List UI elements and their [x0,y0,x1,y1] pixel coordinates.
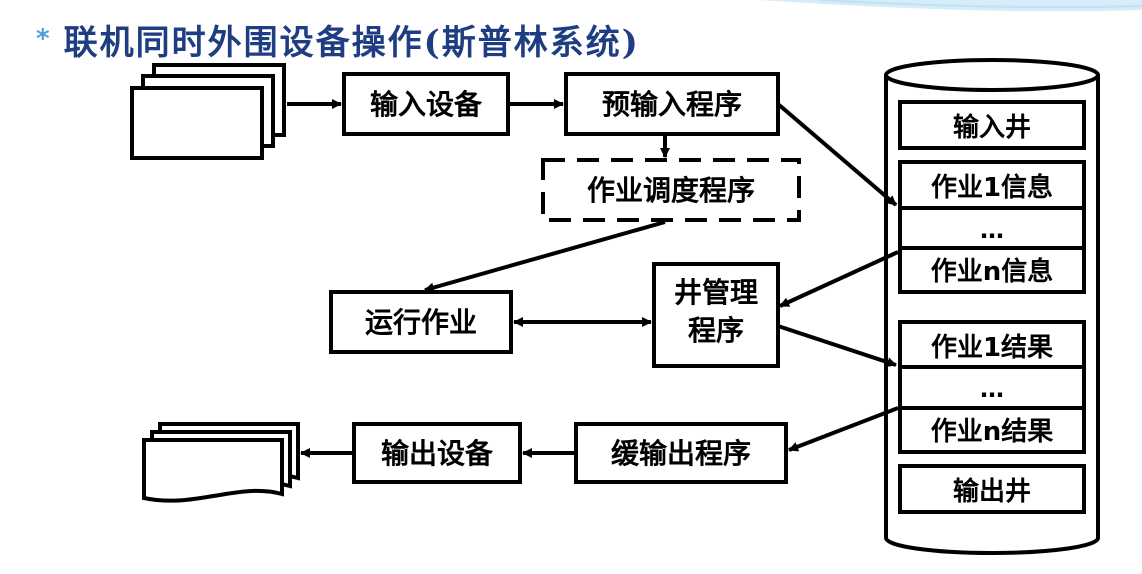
pre-input-program-label: 预输入程序 [602,88,742,121]
well-manager-label-line2: 程序 [688,314,744,347]
job1-info-label: 作业1信息 [931,172,1053,203]
pre-input-program-box: 预输入程序 [564,72,780,136]
run-job-box: 运行作业 [329,290,513,354]
buffered-output-program-label: 缓输出程序 [611,437,751,470]
job-scheduler-label: 作业调度程序 [587,174,755,207]
info-ellipsis: … [980,216,1004,244]
job-info-region: 作业1信息 … 作业n信息 [898,160,1086,294]
jobn-info-label: 作业n信息 [931,256,1054,287]
arrow-scheduler-to-run-job [424,220,666,293]
output-device-label: 输出设备 [381,437,494,470]
arrow-output-well-to-buffered-output [788,406,899,452]
input-device-box: 输入设备 [342,72,510,136]
arrow-pre-input-to-input-well [776,102,898,207]
arrow-well-manager-to-output-well [777,324,897,367]
title-text: 联机同时外围设备操作(斯普林系统) [63,22,640,63]
output-device-box: 输出设备 [352,422,522,484]
slide-title: * 联机同时外围设备操作(斯普林系统) [36,14,640,64]
output-well-label: 输出井 [953,476,1031,507]
buffered-output-program-box: 缓输出程序 [574,422,788,484]
title-bullet: * [36,24,50,54]
input-well-label: 输入井 [953,112,1031,143]
well-manager-label-line1: 井管理 [674,276,758,309]
job-scheduler-box: 作业调度程序 [541,158,801,222]
input-well-box: 输入井 [898,100,1086,150]
job-result-region: 作业1结果 … 作业n结果 [898,320,1086,454]
jobn-result-label: 作业n结果 [931,417,1054,447]
input-device-label: 输入设备 [370,88,483,121]
job1-result-label: 作业1结果 [931,333,1053,363]
input-card-stack [130,63,286,160]
run-job-label: 运行作业 [365,306,477,339]
arrow-input-well-to-well-manager [779,250,899,308]
well-manager-box: 井管理 程序 [652,262,780,368]
disk-cylinder [884,58,1100,555]
result-ellipsis: … [980,375,1004,403]
output-paper-stack [142,422,300,503]
output-well-box: 输出井 [898,464,1086,514]
